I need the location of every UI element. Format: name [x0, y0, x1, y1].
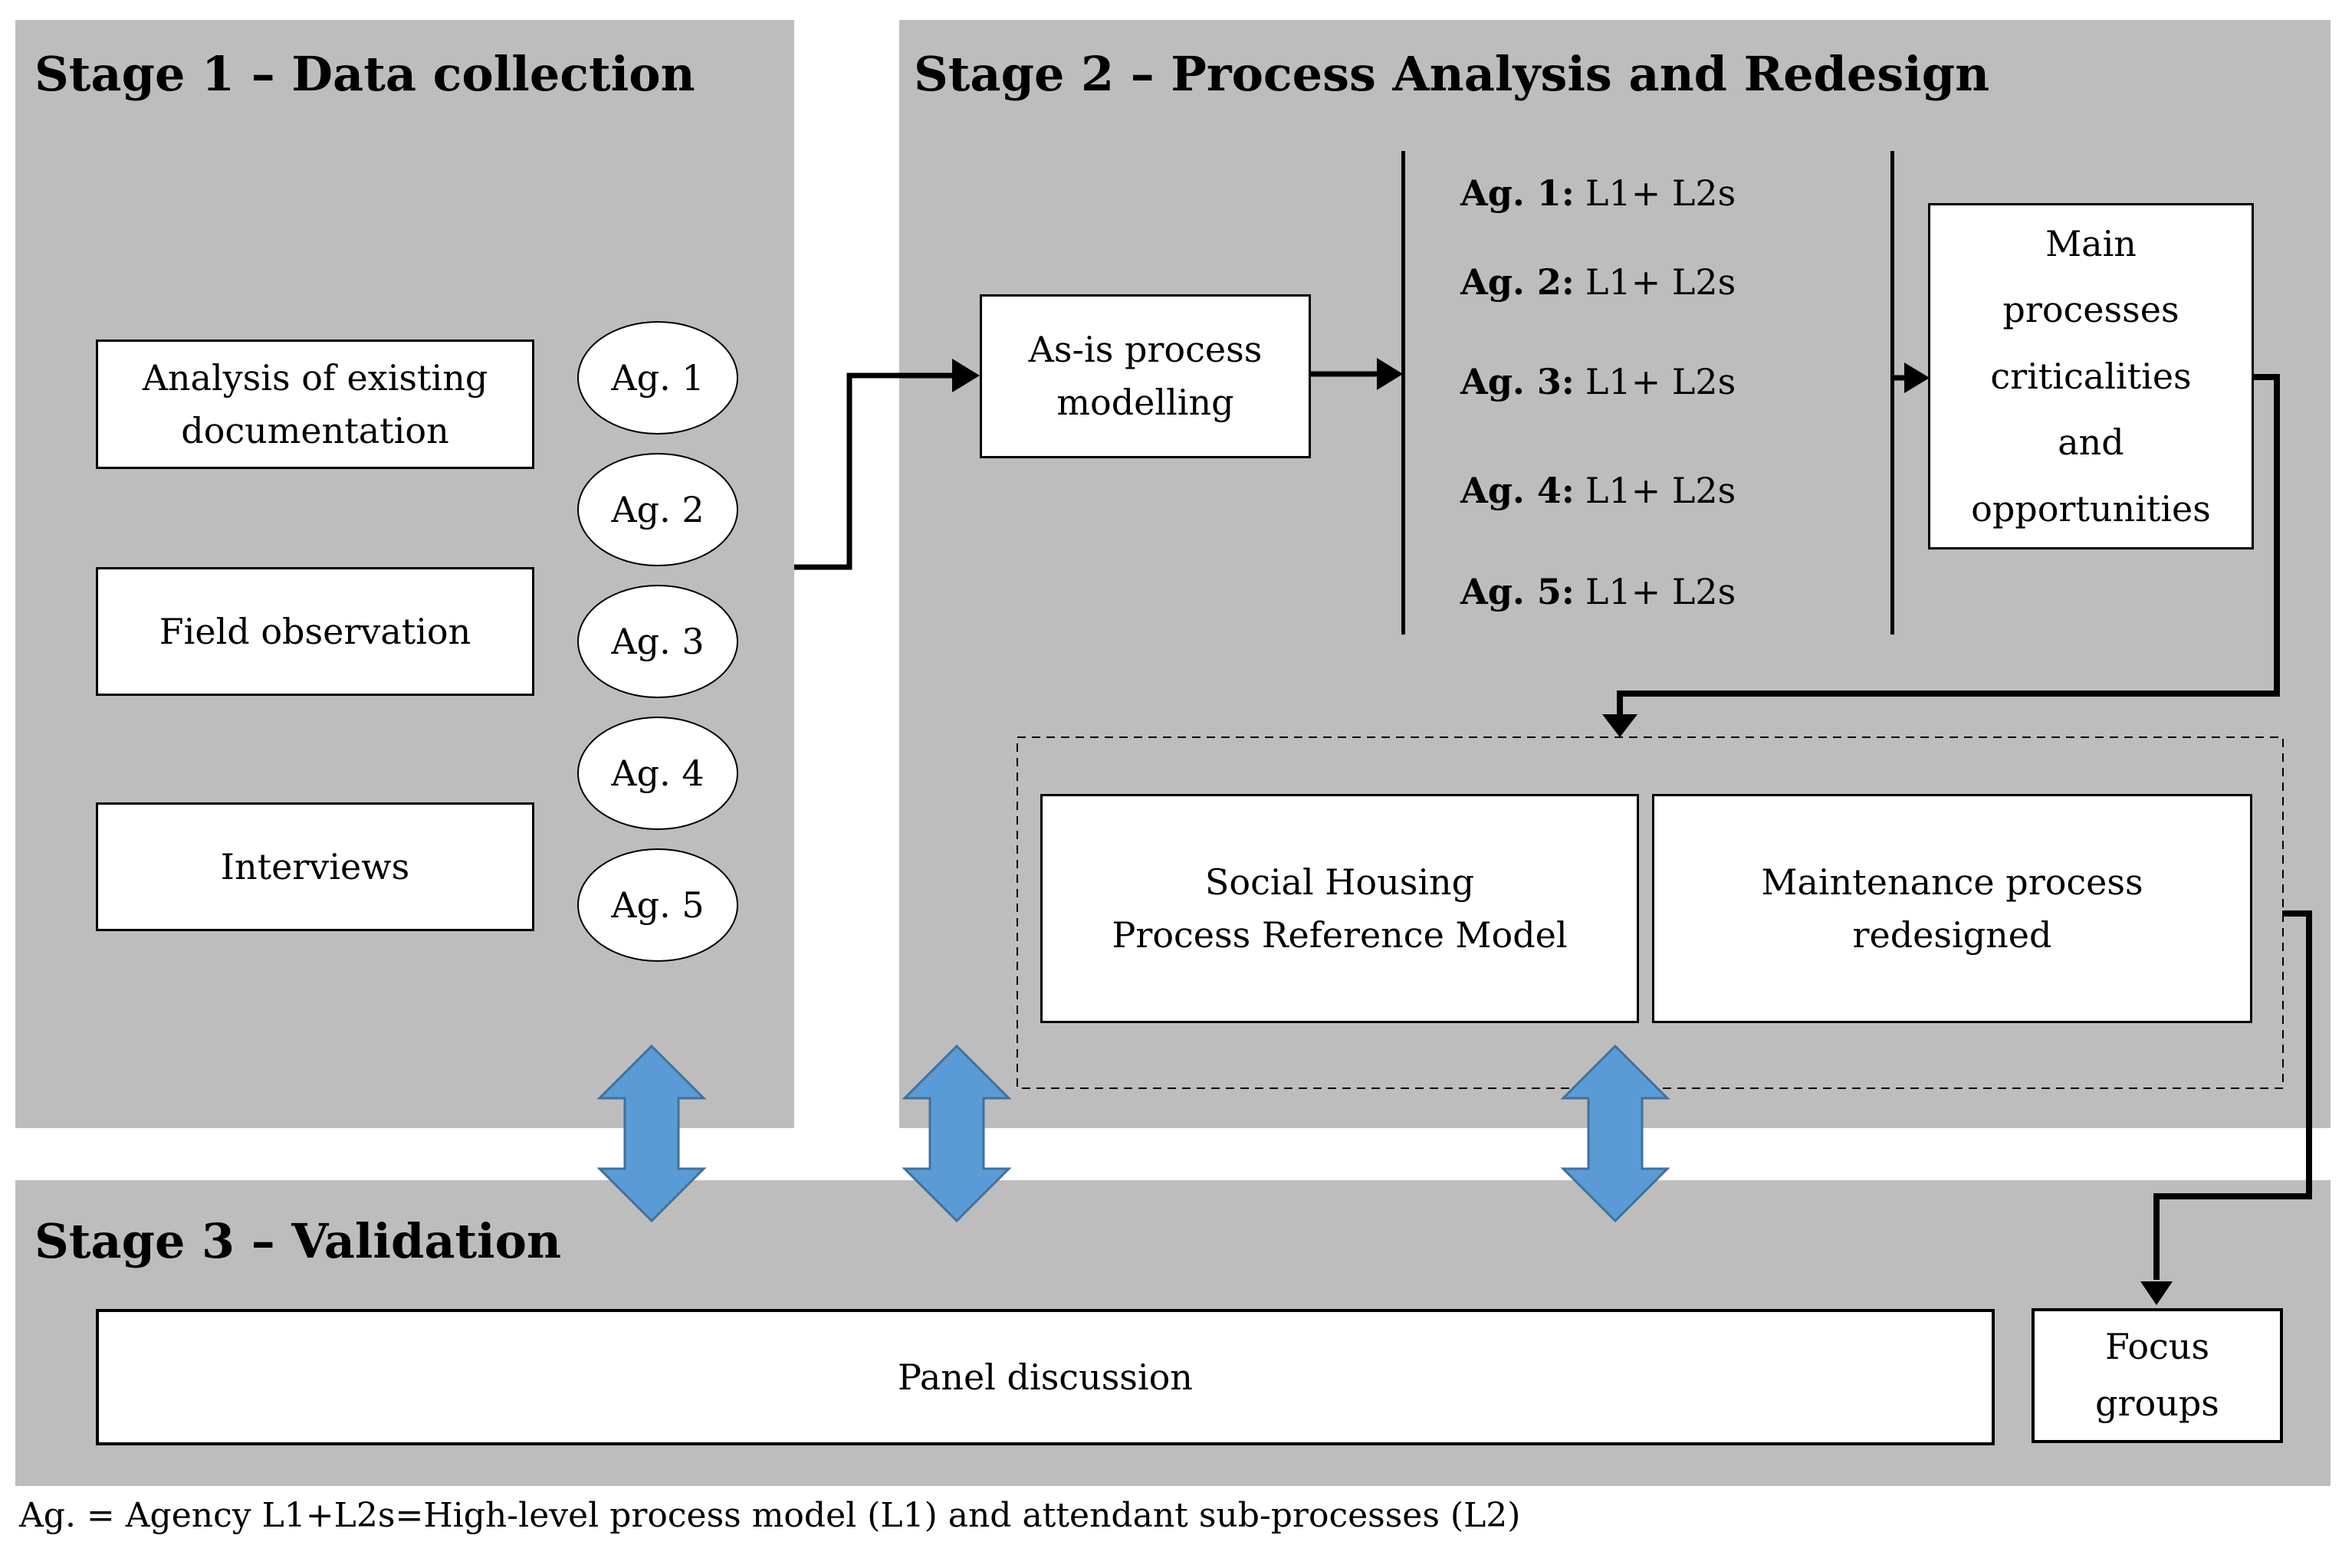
agency-ellipse-2: Ag. 2 — [577, 453, 738, 566]
agency-model-value: L1+ L2s — [1585, 172, 1736, 214]
agency-model-label: Ag. 5: — [1460, 571, 1575, 612]
agency-ellipse-5: Ag. 5 — [577, 848, 738, 962]
agency-model-row-3: Ag. 3: L1+ L2s — [1460, 358, 1736, 405]
agency-model-label: Ag. 1: — [1460, 172, 1575, 214]
agency-model-label: Ag. 4: — [1460, 470, 1575, 511]
agency-model-value: L1+ L2s — [1585, 261, 1736, 303]
maintenance-redesigned-box: Maintenance process redesigned — [1652, 794, 2252, 1023]
agency-model-value: L1+ L2s — [1585, 470, 1736, 511]
stage3-title: Stage 3 – Validation — [34, 1213, 562, 1269]
agency-model-value: L1+ L2s — [1585, 571, 1736, 612]
field-observation-box: Field observation — [96, 567, 534, 696]
agency-model-row-1: Ag. 1: L1+ L2s — [1460, 169, 1736, 217]
stage1-title: Stage 1 – Data collection — [34, 46, 695, 102]
agency-model-row-4: Ag. 4: L1+ L2s — [1460, 467, 1736, 514]
agency-model-row-5: Ag. 5: L1+ L2s — [1460, 568, 1736, 615]
focus-groups-box: Focus groups — [2032, 1308, 2283, 1443]
analysis-documentation-box: Analysis of existing documentation — [96, 340, 534, 469]
agency-ellipse-1: Ag. 1 — [577, 321, 738, 435]
asis-process-modelling-box: As-is process modelling — [980, 294, 1311, 458]
reference-model-box: Social Housing Process Reference Model — [1040, 794, 1639, 1023]
agency-model-row-2: Ag. 2: L1+ L2s — [1460, 258, 1736, 306]
agency-model-label: Ag. 2: — [1460, 261, 1575, 303]
agency-ellipse-4: Ag. 4 — [577, 717, 738, 830]
legend-footnote: Ag. = Agency L1+L2s=High-level process m… — [19, 1496, 1521, 1535]
agency-model-value: L1+ L2s — [1585, 361, 1736, 402]
stage2-title: Stage 2 – Process Analysis and Redesign — [914, 46, 1990, 102]
agency-model-label: Ag. 3: — [1460, 361, 1575, 402]
agency-ellipse-3: Ag. 3 — [577, 585, 738, 698]
criticalities-opportunities-box: Main processes criticalities and opportu… — [1928, 203, 2254, 549]
panel-discussion-box: Panel discussion — [96, 1309, 1995, 1445]
interviews-box: Interviews — [96, 802, 534, 931]
